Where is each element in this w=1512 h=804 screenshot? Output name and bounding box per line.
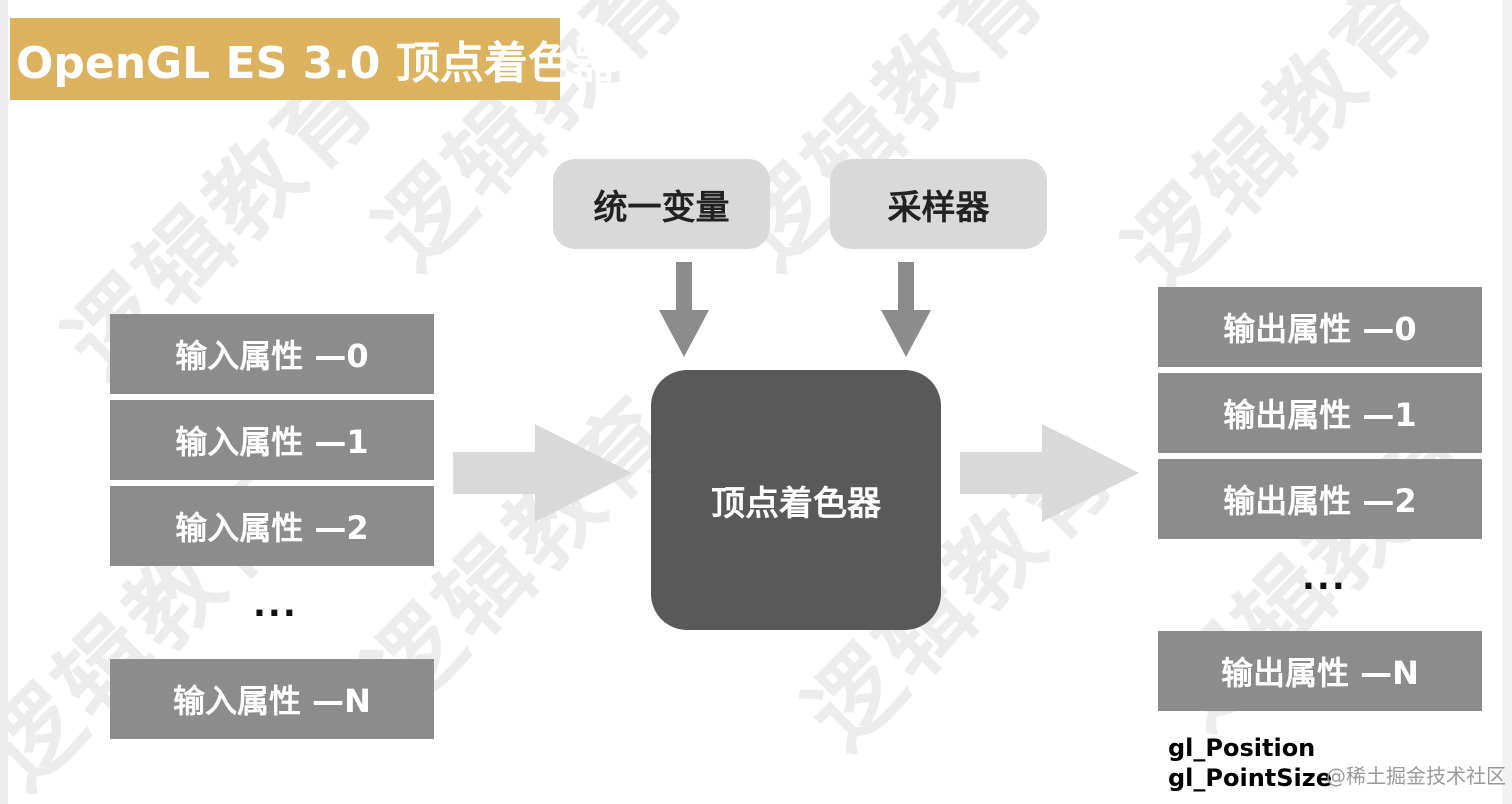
vertex-shader-node: 顶点着色器 [651, 370, 941, 630]
gl-position-label: gl_Position [1168, 734, 1316, 762]
page-title: OpenGL ES 3.0 顶点着色器 [16, 38, 616, 89]
input-ellipsis: ... [253, 585, 298, 625]
builtin-outputs: gl_Position gl_PointSize [1168, 733, 1332, 793]
input-attribute-1: 输入属性 —1 [110, 400, 434, 480]
gl-pointsize-label: gl_PointSize [1168, 764, 1333, 792]
input-attribute-n: 输入属性 —N [110, 659, 434, 739]
arrow-inputs-to-shader [453, 424, 632, 522]
arrow-sampler-to-shader [881, 262, 931, 357]
arrow-uniform-to-shader [659, 262, 709, 357]
input-attribute-2: 输入属性 —2 [110, 486, 434, 566]
input-attribute-0: 输入属性 —0 [110, 314, 434, 394]
output-attribute-2: 输出属性 —2 [1158, 459, 1482, 539]
output-ellipsis: ... [1302, 558, 1347, 598]
output-attribute-1: 输出属性 —1 [1158, 373, 1482, 453]
source-credit: @稀土掘金技术社区 [1326, 764, 1506, 788]
arrow-shader-to-outputs [960, 424, 1139, 522]
right-edge-stripe [1502, 0, 1512, 804]
output-attribute-n: 输出属性 —N [1158, 631, 1482, 711]
title-banner: OpenGL ES 3.0 顶点着色器 [10, 18, 616, 100]
samplers-node: 采样器 [830, 159, 1047, 249]
uniforms-node: 统一变量 [553, 159, 770, 249]
left-edge-stripe [0, 0, 8, 804]
output-attribute-0: 输出属性 —0 [1158, 287, 1482, 367]
